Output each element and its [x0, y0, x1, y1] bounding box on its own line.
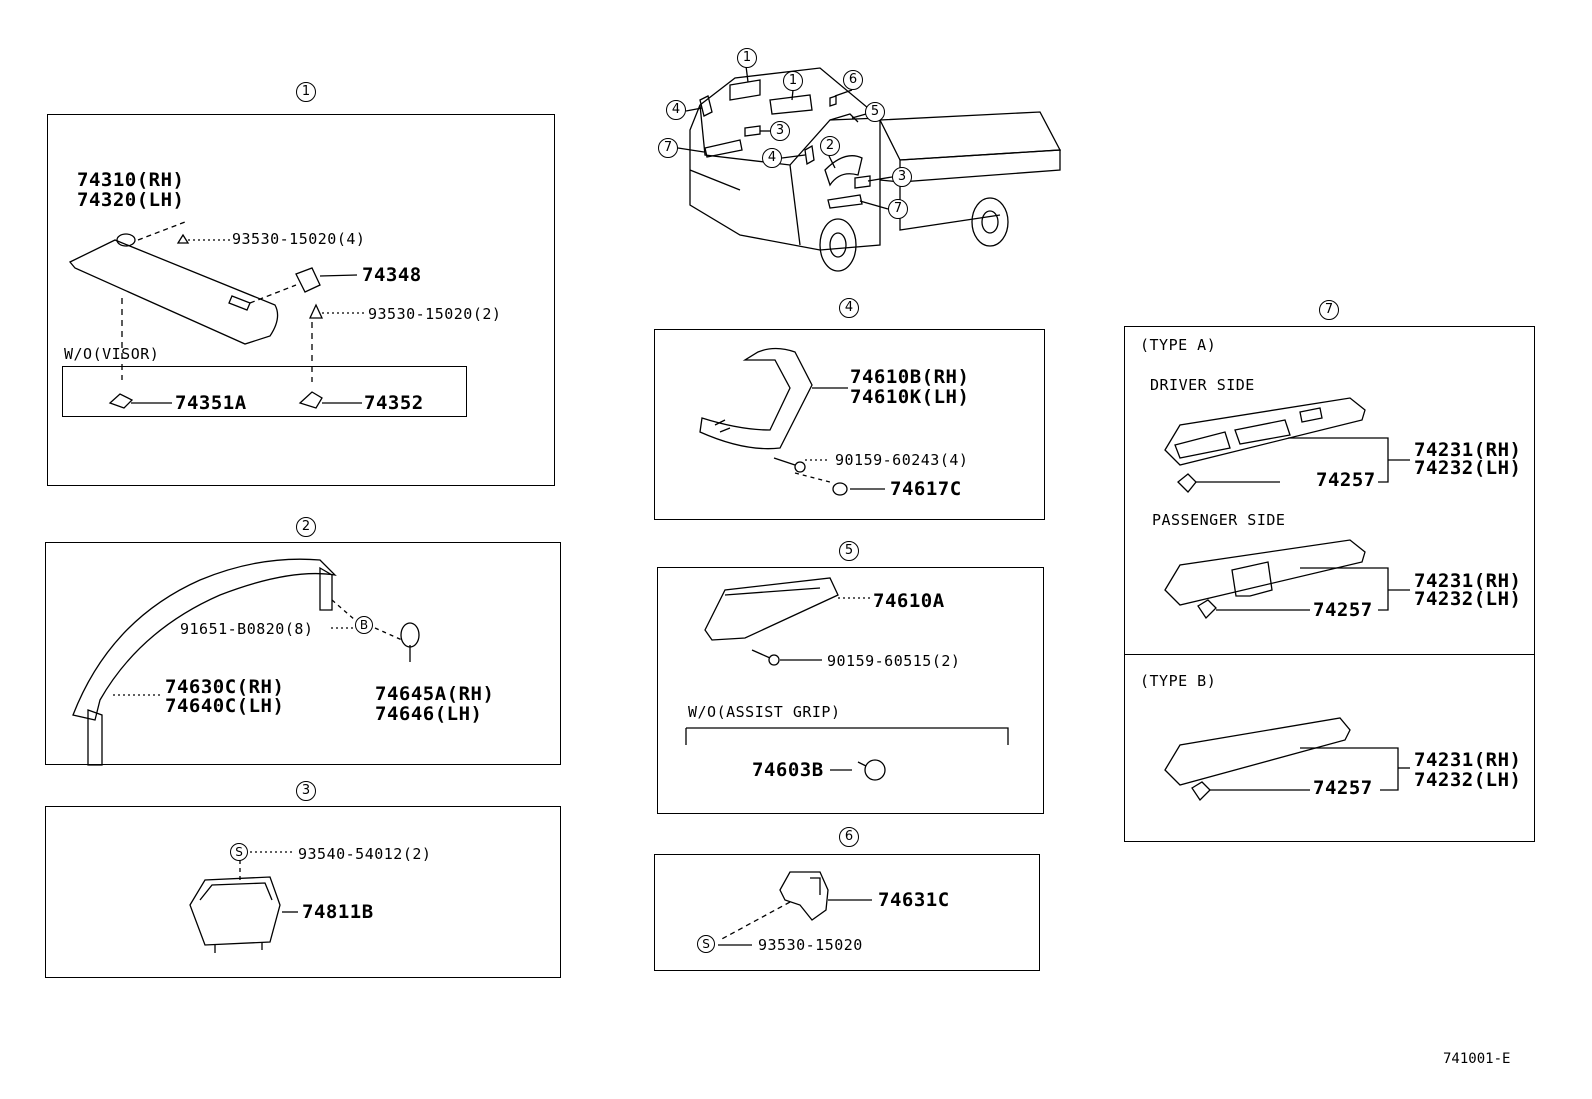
callout-6: 6 [839, 827, 859, 847]
group-1-visor-subbox [62, 366, 467, 417]
part-74257-b: 74257 [1313, 777, 1373, 799]
truck-callout-3b: 3 [892, 167, 912, 187]
badge-b: B [355, 616, 373, 634]
part-74257-a2: 74257 [1313, 599, 1373, 621]
truck-callout-5: 5 [865, 102, 885, 122]
group-5-box [657, 567, 1044, 814]
callout-5: 5 [839, 541, 859, 561]
part-74610A: 74610A [873, 590, 945, 612]
part-74232-lh-a2: 74232(LH) [1414, 588, 1522, 610]
part-74603B: 74603B [752, 759, 824, 781]
truck-callout-4a: 4 [666, 100, 686, 120]
part-93530-15020-2: 93530-15020(2) [368, 305, 502, 323]
part-74232-lh-b: 74232(LH) [1414, 769, 1522, 791]
group-4-box [654, 329, 1045, 520]
part-74631C: 74631C [878, 889, 950, 911]
truck-illustration [689, 67, 1062, 272]
part-74320: 74320(LH) [77, 189, 185, 211]
part-74610B: 74610B(RH) [850, 366, 970, 388]
part-74351A: 74351A [175, 392, 247, 414]
truck-callout-2: 2 [820, 136, 840, 156]
part-74811B: 74811B [302, 901, 374, 923]
sun-visor-drawing [68, 221, 365, 409]
callout-4: 4 [839, 298, 859, 318]
part-74231-rh-a2: 74231(RH) [1414, 570, 1522, 592]
passenger-side-label: PASSENGER SIDE [1152, 511, 1286, 529]
part-74645A: 74645A(RH) [375, 683, 495, 705]
pocket-drawing [189, 851, 298, 953]
part-74257-a1: 74257 [1316, 469, 1376, 491]
part-74348: 74348 [362, 264, 422, 286]
part-74610K: 74610K(LH) [850, 386, 970, 408]
group-3-box [45, 806, 561, 978]
badge-s-group6: S [697, 935, 715, 953]
badge-s-group3: S [230, 843, 248, 861]
type-a-label: (TYPE A) [1140, 336, 1217, 354]
callout-2: 2 [296, 517, 316, 537]
part-74231-rh-b: 74231(RH) [1414, 749, 1522, 771]
part-93530-15020-4: 93530-15020(4) [232, 230, 366, 248]
group-7-box [1124, 326, 1535, 842]
truck-callout-7b: 7 [888, 199, 908, 219]
group-7-divider [1124, 654, 1535, 655]
part-74646: 74646(LH) [375, 703, 483, 725]
callout-1: 1 [296, 82, 316, 102]
group-1-box [47, 114, 555, 486]
part-74352: 74352 [364, 392, 424, 414]
truck-callout-7a: 7 [658, 138, 678, 158]
assist-grip-2-drawing [685, 577, 1009, 781]
truck-callout-3a: 3 [770, 121, 790, 141]
group-2-box [45, 542, 561, 765]
note-wo-visor: W/O(VISOR) [64, 345, 160, 363]
truck-callout-4b: 4 [762, 148, 782, 168]
grab-rail-drawing [72, 558, 420, 766]
callout-7: 7 [1319, 300, 1339, 320]
callout-3: 3 [296, 781, 316, 801]
part-93530-15020: 93530-15020 [758, 936, 863, 954]
diagram-reference-code: 741001-E [1443, 1051, 1511, 1067]
part-74630C: 74630C(RH) [165, 676, 285, 698]
assist-grip-drawing [699, 347, 885, 496]
switch-base-drawings [1164, 397, 1410, 802]
type-b-label: (TYPE B) [1140, 672, 1217, 690]
truck-callout-1b: 1 [783, 71, 803, 91]
part-74640C: 74640C(LH) [165, 695, 285, 717]
part-74231-rh-a1: 74231(RH) [1414, 439, 1522, 461]
part-74617C: 74617C [890, 478, 962, 500]
hook-drawing [718, 871, 872, 946]
note-wo-assist-grip: W/O(ASSIST GRIP) [688, 703, 841, 721]
part-74310: 74310(RH) [77, 169, 185, 191]
part-91651-B0820-8: 91651-B0820(8) [180, 620, 314, 638]
truck-callout-1a: 1 [737, 48, 757, 68]
part-74232-lh-a1: 74232(LH) [1414, 457, 1522, 479]
part-90159-60243-4: 90159-60243(4) [835, 451, 969, 469]
driver-side-label: DRIVER SIDE [1150, 376, 1255, 394]
truck-callout-6: 6 [843, 70, 863, 90]
part-93540-54012-2: 93540-54012(2) [298, 845, 432, 863]
part-90159-60515-2: 90159-60515(2) [827, 652, 961, 670]
group-6-box [654, 854, 1040, 971]
